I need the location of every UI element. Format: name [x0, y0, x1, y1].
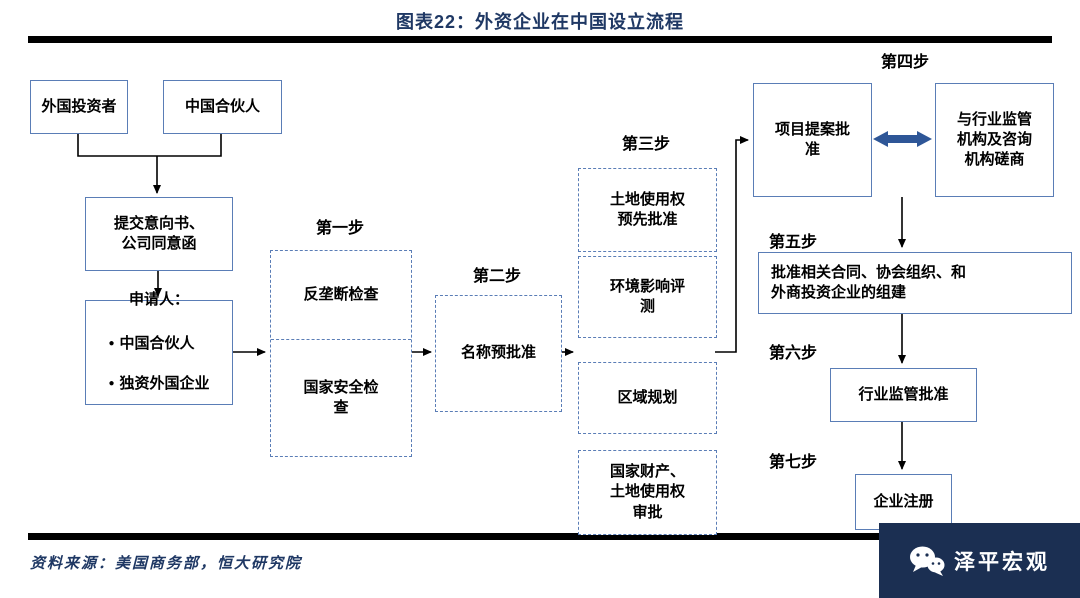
step-label-7: 第七步	[769, 454, 818, 471]
step-label-4: 第四步	[881, 54, 930, 71]
flow-node-foreign-investor: 外国投资者	[30, 80, 128, 134]
brand-name: 泽平宏观	[954, 550, 1050, 574]
flow-node-chinese-partner: 中国合伙人	[163, 80, 282, 134]
flow-group-step1: 反垄断检查 国家安全检 查	[270, 250, 412, 457]
flow-node-applicant: 申请人： 中国合伙人 独资外国企业	[85, 291, 233, 405]
flow-node-name-preapproval: 名称预批准	[435, 295, 562, 412]
applicant-title: 申请人：	[128, 291, 189, 309]
flow-node-anti-monopoly: 反垄断检查	[303, 285, 379, 303]
applicant-item: 独资外国企业	[108, 374, 210, 394]
step-label-1: 第一步	[316, 220, 365, 237]
step-label-3: 第三步	[622, 136, 671, 153]
bottom-divider-bar	[28, 533, 1052, 540]
double-arrow-consultation-icon	[873, 131, 932, 147]
brand-watermark: 泽平宏观	[879, 523, 1080, 598]
top-divider-bar	[28, 36, 1052, 43]
source-note: 资料来源：美国商务部，恒大研究院	[30, 555, 303, 572]
step-label-2: 第二步	[473, 268, 522, 285]
chart-title: 图表22：外资企业在中国设立流程	[395, 12, 685, 32]
wechat-chat-bubbles-icon	[910, 546, 945, 576]
flow-node-approve-contracts: 批准相关合同、协会组织、和 外商投资企业的组建	[758, 252, 1072, 314]
arrow-step3-to-step4	[715, 136, 749, 353]
flow-node-state-property: 国家财产、 土地使用权 审批	[578, 450, 717, 535]
applicant-list: 中国合伙人 独资外国企业	[108, 314, 210, 415]
flow-node-enterprise-registration: 企业注册	[855, 474, 952, 530]
flow-node-project-proposal: 项目提案批 准	[753, 83, 872, 197]
flow-node-land-use-preapproval: 土地使用权 预先批准	[578, 168, 717, 252]
applicant-item: 中国合伙人	[108, 334, 209, 354]
flow-node-industry-approval: 行业监管批准	[830, 368, 977, 422]
flow-node-env-impact: 环境影响评 测	[578, 256, 717, 338]
flow-node-industry-consult: 与行业监管 机构及咨询 机构磋商	[935, 83, 1054, 197]
flow-node-submit-loi: 提交意向书、 公司同意函	[85, 197, 233, 271]
step-label-6: 第六步	[769, 345, 818, 362]
flow-node-national-security: 国家安全检 查	[271, 339, 411, 456]
flow-node-regional-planning: 区域规划	[578, 362, 717, 434]
step-label-5: 第五步	[769, 234, 818, 251]
connector-investor-merge	[77, 132, 222, 157]
